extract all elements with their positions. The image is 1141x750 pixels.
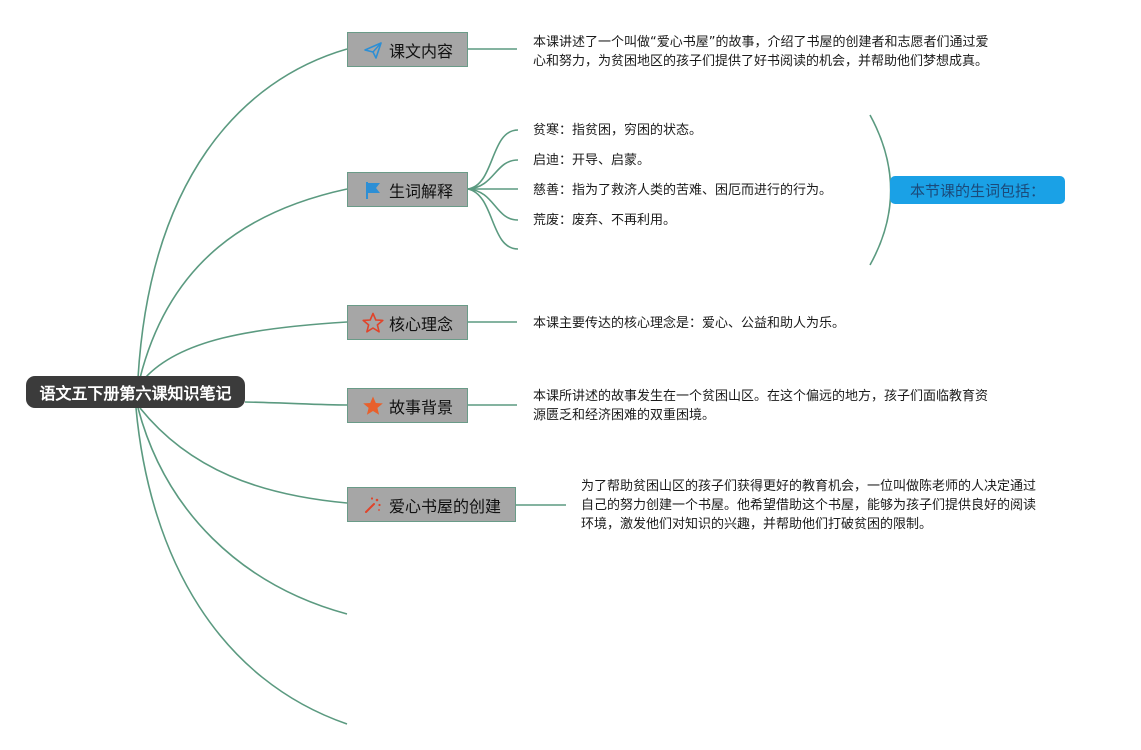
root-node[interactable]: 语文五下册第六课知识笔记 xyxy=(26,376,245,408)
content-note: 本课讲述了一个叫做“爱心书屋”的故事，介绍了书屋的创建者和志愿者们通过爱 心和努… xyxy=(533,33,988,71)
connector-root-vocab xyxy=(139,188,348,379)
background-note-line: 源匮乏和经济困难的双重困境。 xyxy=(533,408,716,423)
branch-content[interactable]: 课文内容 xyxy=(347,32,468,67)
creation-note-line: 自己的努力创建一个书屋。他希望借助这个书屋，能够为孩子们提供良好的阅读 xyxy=(581,498,1037,513)
vocab-item: 启迪：开导、启蒙。 xyxy=(533,153,651,168)
connector-root-concept xyxy=(144,321,348,379)
magic-wand-icon xyxy=(362,494,384,516)
branch-concept-label: 核心理念 xyxy=(388,314,453,334)
branch-vocab[interactable]: 生词解释 xyxy=(347,172,468,207)
creation-note-line: 环境，激发他们对知识的兴趣，并帮助他们打破贫困的限制。 xyxy=(581,517,933,532)
connector-root-content xyxy=(137,48,348,379)
connector-root-empty-2 xyxy=(135,407,348,725)
connector-root-empty-1 xyxy=(137,407,348,615)
content-note-line: 本课讲述了一个叫做“爱心书屋”的故事，介绍了书屋的创建者和志愿者们通过爱 xyxy=(533,35,989,50)
creation-note-line: 为了帮助贫困山区的孩子们获得更好的教育机会，一位叫做陈老师的人决定通过 xyxy=(581,479,1037,494)
connector-vocab-item-5 xyxy=(467,188,519,250)
branch-background[interactable]: 故事背景 xyxy=(347,388,468,423)
branch-creation[interactable]: 爱心书屋的创建 xyxy=(347,487,516,522)
vocab-item: 慈善：指为了救济人类的苦难、困厄而进行的行为。 xyxy=(533,183,833,198)
connector-vocab-item-2 xyxy=(467,159,519,190)
concept-note: 本课主要传达的核心理念是：爱心、公益和助人为乐。 xyxy=(533,314,845,333)
vocab-summary-text: 本节课的生词包括： xyxy=(909,181,1045,200)
branch-content-label: 课文内容 xyxy=(388,41,453,61)
star-outline-icon xyxy=(362,312,384,334)
connector-root-creation xyxy=(139,407,348,504)
vocab-item: 荒废：废弃、不再利用。 xyxy=(533,213,677,228)
concept-note-line: 本课主要传达的核心理念是：爱心、公益和助人为乐。 xyxy=(533,316,846,331)
summary-brace xyxy=(869,114,892,266)
branch-vocab-label: 生词解释 xyxy=(388,181,453,201)
connector-vocab-item-4 xyxy=(467,188,519,221)
vocab-item: 贫寒：指贫困，穷困的状态。 xyxy=(533,123,703,138)
connector-root-background xyxy=(244,401,348,406)
star-filled-icon xyxy=(362,395,384,417)
background-note: 本课所讲述的故事发生在一个贫困山区。在这个偏远的地方，孩子们面临教育资 源匮乏和… xyxy=(533,387,988,425)
background-note-line: 本课所讲述的故事发生在一个贫困山区。在这个偏远的地方，孩子们面临教育资 xyxy=(533,389,989,404)
root-title: 语文五下册第六课知识笔记 xyxy=(39,384,232,403)
flag-icon xyxy=(362,179,384,201)
branch-creation-label: 爱心书屋的创建 xyxy=(388,496,501,516)
connector-vocab-item-1 xyxy=(467,129,519,190)
branch-background-label: 故事背景 xyxy=(388,397,453,417)
creation-note: 为了帮助贫困山区的孩子们获得更好的教育机会，一位叫做陈老师的人决定通过 自己的努… xyxy=(581,477,1036,534)
branch-concept[interactable]: 核心理念 xyxy=(347,305,468,340)
vocab-summary-label[interactable]: 本节课的生词包括： xyxy=(890,176,1065,204)
content-note-line: 心和努力，为贫困地区的孩子们提供了好书阅读的机会，并帮助他们梦想成真。 xyxy=(533,54,989,69)
paper-plane-icon xyxy=(362,39,384,61)
